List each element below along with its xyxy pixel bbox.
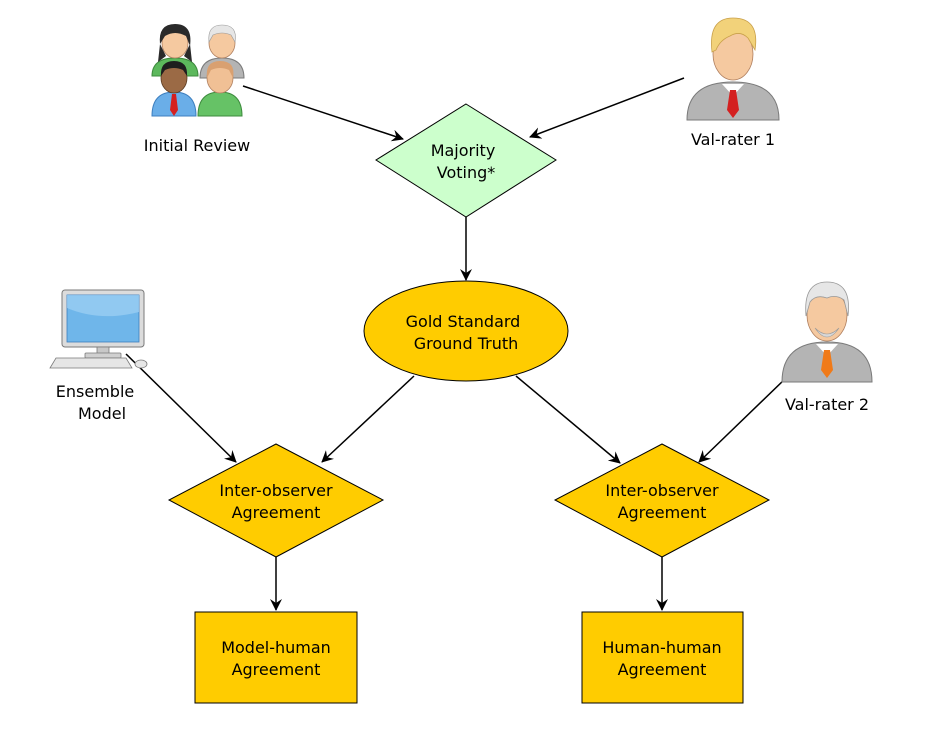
reviewer-group-icon <box>151 24 245 117</box>
gold-standard-line1: Gold Standard <box>406 312 521 331</box>
arrow-initial-review-to-voting <box>242 85 404 142</box>
human-human-agreement-node: Human-human Agreement <box>581 611 744 704</box>
inter-observer-right-line1: Inter-observer <box>605 481 719 500</box>
human-human-line1: Human-human <box>602 638 721 657</box>
inter-observer-agreement-left-node: Inter-observer Agreement <box>167 443 385 558</box>
majority-voting-line1: Majority <box>431 141 496 160</box>
ensemble-model-line2: Model <box>78 404 126 423</box>
human-human-line2: Agreement <box>618 660 707 679</box>
model-human-agreement-node: Model-human Agreement <box>194 611 358 704</box>
ensemble-model-line1: Ensemble <box>56 382 134 401</box>
computer-icon <box>49 289 148 369</box>
val-rater-1-label: Val-rater 1 <box>691 130 775 149</box>
model-human-line2: Agreement <box>232 660 321 679</box>
arrow-ensemble-to-left-agreement <box>125 353 237 463</box>
arrow-val-rater-2-to-right-agreement <box>698 377 787 463</box>
arrow-gold-to-left-agreement <box>321 375 415 463</box>
gold-standard-line2: Ground Truth <box>414 334 519 353</box>
arrow-gold-to-right-agreement <box>515 375 621 464</box>
val-rater-1-person-icon <box>686 17 780 121</box>
inter-observer-agreement-right-node: Inter-observer Agreement <box>553 443 771 558</box>
val-rater-2-label: Val-rater 2 <box>785 395 869 414</box>
gold-standard-node: Gold Standard Ground Truth <box>363 280 569 382</box>
model-human-line1: Model-human <box>221 638 331 657</box>
inter-observer-right-line2: Agreement <box>618 503 707 522</box>
inter-observer-left-line2: Agreement <box>232 503 321 522</box>
arrow-val-rater-1-to-voting <box>529 77 685 139</box>
initial-review-label: Initial Review <box>144 136 250 155</box>
inter-observer-left-line1: Inter-observer <box>219 481 333 500</box>
majority-voting-node: Majority Voting* <box>375 103 557 218</box>
majority-voting-line2: Voting* <box>437 163 496 182</box>
val-rater-2-person-icon <box>781 281 873 383</box>
